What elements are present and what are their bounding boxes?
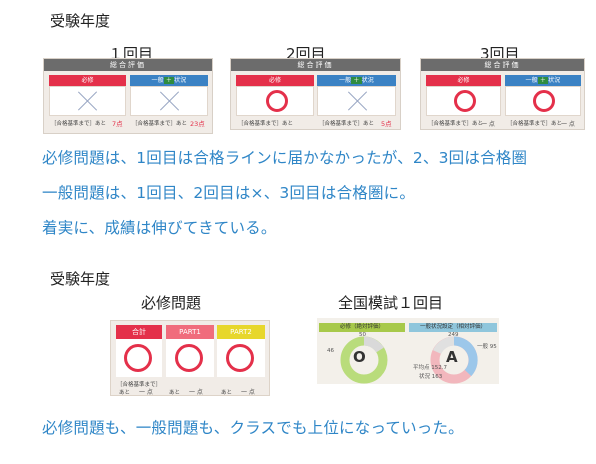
- pass-circle-icon: [175, 344, 203, 372]
- comment-line-3: 着実に、成績は伸びてきている。: [42, 219, 277, 237]
- ippan-max: 249: [448, 332, 459, 338]
- comment-line-1: 必修問題は、1回目は合格ラインに届かなかったが、2、3回は合格圏: [42, 149, 528, 167]
- cross-mark-icon: [348, 91, 368, 111]
- ippan-relative-head: 一般状況設定（相対評価）: [409, 323, 497, 332]
- hissu-seg: 必修: [49, 75, 126, 86]
- hissu-max: 50: [359, 332, 366, 338]
- pass-circle-icon: [124, 344, 152, 372]
- total-seg: 合計: [116, 325, 162, 339]
- hissu-donut-chart: [340, 336, 388, 384]
- ippan-donut-chart: [430, 336, 478, 384]
- footnote: ［合格基準まで］あと: [51, 121, 107, 127]
- pass-circle-icon: [266, 90, 288, 112]
- card-header: 総合評価: [44, 59, 212, 71]
- ippan-grade: A: [446, 348, 458, 366]
- points: 一 点: [139, 389, 153, 396]
- points: 一 点: [241, 389, 255, 396]
- hissu-card: 合計 PART1 PART2 ［合格基準まで］ あと 一 点 あと 一 点 あと…: [110, 320, 270, 396]
- mock-exam-result: 必修（絶対評価） 一般状況設定（相対評価） 50 46 O 249 A 一般 9…: [317, 318, 499, 384]
- ippan-result: [505, 86, 581, 116]
- card-header: 総合評価: [421, 59, 584, 71]
- jokyo-score: 状況 163: [419, 374, 443, 380]
- cross-mark-icon: [78, 91, 98, 111]
- ippan-result: [130, 86, 208, 116]
- section1-heading: 受験年度: [50, 12, 111, 30]
- ippan-result: [317, 86, 396, 116]
- ippan-points: 5点: [381, 120, 392, 128]
- footnote: ［合格基準まで］あと: [507, 121, 563, 127]
- total-result: [116, 339, 162, 377]
- ippan-points: 23点: [190, 120, 205, 128]
- footnote: ［合格基準まで］あと: [238, 121, 294, 127]
- label-hissu: 必修問題: [141, 294, 202, 312]
- comment-line-4: 必修問題も、一般問題も、クラスでも上位になっていった。: [42, 419, 464, 437]
- report-card-1: 総合評価 必修 一般＋状況 ［合格基準まで］あと 7点 ［合格基準まで］あと 2…: [43, 58, 213, 134]
- footnote: ［合格基準まで］あと: [132, 121, 188, 127]
- ato-label: あと: [169, 390, 181, 396]
- hissu-points: 7点: [112, 120, 123, 128]
- part1-seg: PART1: [166, 325, 214, 339]
- part1-result: [166, 339, 214, 377]
- card-header: 総合評価: [231, 59, 400, 71]
- ippan-score: 一般 95: [477, 344, 497, 350]
- part2-seg: PART2: [217, 325, 265, 339]
- hissu-result: [236, 86, 314, 116]
- ippan-seg: 一般＋状況: [130, 75, 208, 86]
- hissu-result: [49, 86, 126, 116]
- footnote: ［合格基準まで］あと: [319, 121, 375, 127]
- report-card-2: 総合評価 必修 一般＋状況 ［合格基準まで］あと ［合格基準まで］あと 5点: [230, 58, 401, 130]
- label-mock: 全国模試１回目: [338, 294, 444, 312]
- ato-label: あと: [221, 390, 233, 396]
- hissu-seg: 必修: [426, 75, 501, 86]
- section2-heading: 受験年度: [50, 270, 111, 288]
- part2-result: [217, 339, 265, 377]
- cross-mark-icon: [160, 91, 180, 111]
- average-score: 平均点 152.7: [413, 365, 447, 371]
- report-card-3: 総合評価 必修 一般＋状況 ［合格基準まで］あと 一 点 ［合格基準まで］あと …: [420, 58, 585, 130]
- hissu-result: [426, 86, 501, 116]
- hissu-score: 46: [327, 348, 334, 354]
- comment-line-2: 一般問題は、1回目、2回目は×、3回目は合格圏に。: [42, 184, 416, 202]
- ippan-seg: 一般＋状況: [505, 75, 581, 86]
- pass-circle-icon: [454, 90, 476, 112]
- points: 一 点: [189, 389, 203, 396]
- ato-label: あと: [119, 390, 131, 396]
- ippan-points: 一 点: [561, 121, 575, 128]
- ippan-seg: 一般＋状況: [317, 75, 396, 86]
- hissu-points: 一 点: [481, 121, 495, 128]
- hissu-absolute-head: 必修（絶対評価）: [319, 323, 405, 332]
- hissu-seg: 必修: [236, 75, 314, 86]
- hissu-grade: O: [353, 348, 366, 366]
- pass-circle-icon: [226, 344, 254, 372]
- pass-circle-icon: [533, 90, 555, 112]
- footnote: ［合格基準まで］: [117, 382, 162, 388]
- footnote: ［合格基準まで］あと: [428, 121, 484, 127]
